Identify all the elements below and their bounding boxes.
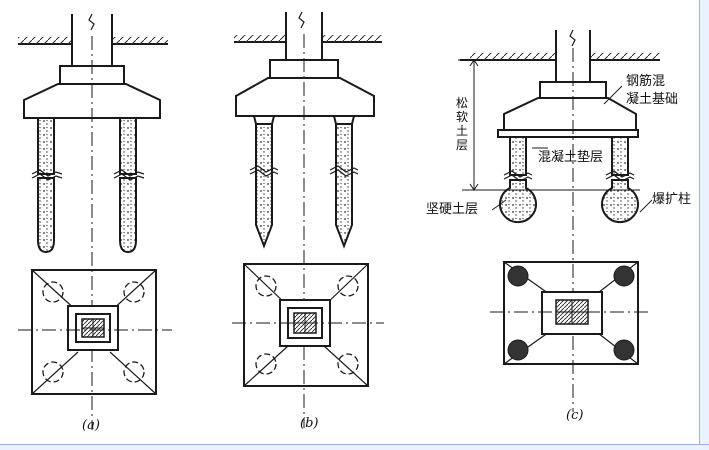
ground-surface-b — [234, 35, 382, 43]
annotation-rc-foundation-2: 凝土基础 — [626, 92, 679, 107]
annotation-soft-soil-layer: 松软土层 — [455, 96, 468, 152]
plan-c — [490, 261, 652, 365]
annotation-blast-enlarged-pile: 爆扩柱 — [652, 192, 692, 207]
annotation-concrete-cushion: 混凝土垫层 — [538, 150, 604, 165]
diagram-b — [232, 11, 384, 428]
piles-b — [249, 115, 359, 249]
piles-c — [499, 136, 639, 224]
label-a: (a) — [82, 418, 100, 433]
window-edge-bottom — [0, 444, 709, 450]
column-c — [555, 29, 591, 82]
layer-dimension-c — [458, 59, 640, 191]
pile-cap-a — [23, 65, 161, 119]
rc-foundation-c — [503, 81, 637, 131]
label-b: (b) — [300, 416, 319, 431]
ground-surface-c — [460, 53, 660, 61]
label-c: (c) — [566, 408, 584, 423]
column-a — [71, 13, 113, 66]
piles-a — [31, 117, 145, 254]
window-edge-right — [699, 0, 709, 450]
ground-surface-a — [18, 37, 168, 45]
plan-b — [232, 263, 384, 387]
diagram-c — [458, 29, 660, 412]
annotation-rc-foundation-1: 钢筋混 — [626, 74, 666, 89]
plan-a — [18, 269, 172, 395]
diagram-a — [18, 13, 172, 430]
pile-cap-b — [235, 59, 375, 117]
leader-lines-c — [491, 85, 653, 213]
annotation-hard-soil-layer: 坚硬土层 — [426, 202, 479, 217]
column-b — [285, 11, 323, 60]
concrete-cushion-c — [497, 129, 639, 138]
